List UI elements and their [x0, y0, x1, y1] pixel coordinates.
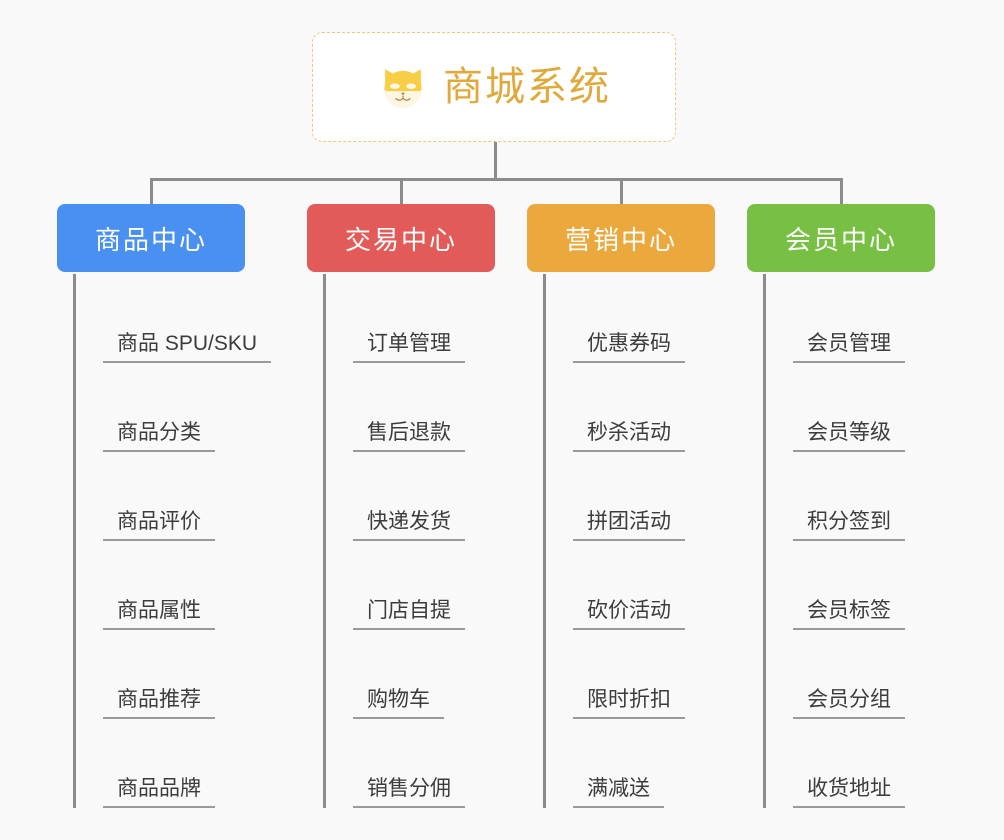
category-label: 会员中心	[784, 224, 897, 255]
leaf-label: 会员分组	[793, 688, 905, 719]
leaf-label: 满减送	[573, 777, 664, 808]
list-item[interactable]: 优惠券码	[543, 274, 685, 363]
connector-drop-4	[840, 178, 843, 206]
category-box-member[interactable]: 会员中心	[747, 204, 935, 272]
list-item[interactable]: 会员标签	[763, 541, 905, 630]
leaf-spine	[73, 274, 76, 808]
leaf-label: 商品评价	[103, 510, 215, 541]
category-box-products[interactable]: 商品中心	[57, 204, 245, 272]
list-item[interactable]: 拼团活动	[543, 452, 685, 541]
leaf-label: 门店自提	[353, 599, 465, 630]
connector-drop-1	[150, 178, 153, 206]
list-item[interactable]: 商品品牌	[73, 719, 271, 808]
leaf-label: 收货地址	[793, 777, 905, 808]
leaf-label: 商品品牌	[103, 777, 215, 808]
list-item[interactable]: 商品推荐	[73, 630, 271, 719]
leaf-label: 售后退款	[353, 421, 465, 452]
leaf-label: 拼团活动	[573, 510, 685, 541]
leaf-label: 商品推荐	[103, 688, 215, 719]
category-label: 营销中心	[564, 224, 677, 255]
connector-root-stem	[494, 142, 497, 181]
list-item[interactable]: 商品 SPU/SKU	[73, 274, 272, 363]
list-item[interactable]: 满减送	[543, 719, 685, 808]
leaf-column-trade: 订单管理 售后退款 快递发货 门店自提 购物车 销售分佣	[323, 274, 465, 808]
leaf-label: 商品 SPU/SKU	[103, 332, 272, 363]
connector-drop-3	[620, 178, 623, 206]
leaf-column-member: 会员管理 会员等级 积分签到 会员标签 会员分组 收货地址	[763, 274, 905, 808]
list-item[interactable]: 限时折扣	[543, 630, 685, 719]
list-item[interactable]: 积分签到	[763, 452, 905, 541]
list-item[interactable]: 售后退款	[323, 363, 465, 452]
list-item[interactable]: 快递发货	[323, 452, 465, 541]
leaf-label: 会员管理	[793, 332, 905, 363]
category-box-marketing[interactable]: 营销中心	[527, 204, 715, 272]
leaf-label: 限时折扣	[573, 688, 685, 719]
list-item[interactable]: 会员等级	[763, 363, 905, 452]
list-item[interactable]: 商品评价	[73, 452, 271, 541]
category-label: 商品中心	[94, 224, 207, 255]
category-label: 交易中心	[344, 224, 457, 255]
connector-drop-2	[400, 178, 403, 206]
leaf-column-marketing: 优惠券码 秒杀活动 拼团活动 砍价活动 限时折扣 满减送	[543, 274, 685, 808]
list-item[interactable]: 购物车	[323, 630, 465, 719]
shiba-dog-icon	[377, 61, 429, 113]
list-item[interactable]: 订单管理	[323, 274, 465, 363]
leaf-label: 快递发货	[353, 510, 465, 541]
leaf-column-products: 商品 SPU/SKU 商品分类 商品评价 商品属性 商品推荐 商品品牌	[73, 274, 272, 808]
leaf-label: 销售分佣	[353, 777, 465, 808]
leaf-label: 秒杀活动	[573, 421, 685, 452]
leaf-spine	[763, 274, 766, 808]
leaf-label: 会员等级	[793, 421, 905, 452]
list-item[interactable]: 销售分佣	[323, 719, 465, 808]
list-item[interactable]: 会员管理	[763, 274, 905, 363]
list-item[interactable]: 砍价活动	[543, 541, 685, 630]
leaf-label: 购物车	[353, 688, 444, 719]
leaf-label: 商品分类	[103, 421, 215, 452]
leaf-spine	[323, 274, 326, 808]
list-item[interactable]: 收货地址	[763, 719, 905, 808]
leaf-spine	[543, 274, 546, 808]
list-item[interactable]: 商品分类	[73, 363, 271, 452]
list-item[interactable]: 会员分组	[763, 630, 905, 719]
leaf-label: 优惠券码	[573, 332, 685, 363]
leaf-label: 订单管理	[353, 332, 465, 363]
connector-horizontal-bus	[150, 178, 843, 181]
root-node[interactable]: 商城系统	[312, 32, 676, 142]
list-item[interactable]: 商品属性	[73, 541, 271, 630]
leaf-label: 积分签到	[793, 510, 905, 541]
root-title: 商城系统	[443, 65, 611, 109]
leaf-label: 会员标签	[793, 599, 905, 630]
category-box-trade[interactable]: 交易中心	[307, 204, 495, 272]
leaf-label: 商品属性	[103, 599, 215, 630]
leaf-label: 砍价活动	[573, 599, 685, 630]
list-item[interactable]: 门店自提	[323, 541, 465, 630]
list-item[interactable]: 秒杀活动	[543, 363, 685, 452]
